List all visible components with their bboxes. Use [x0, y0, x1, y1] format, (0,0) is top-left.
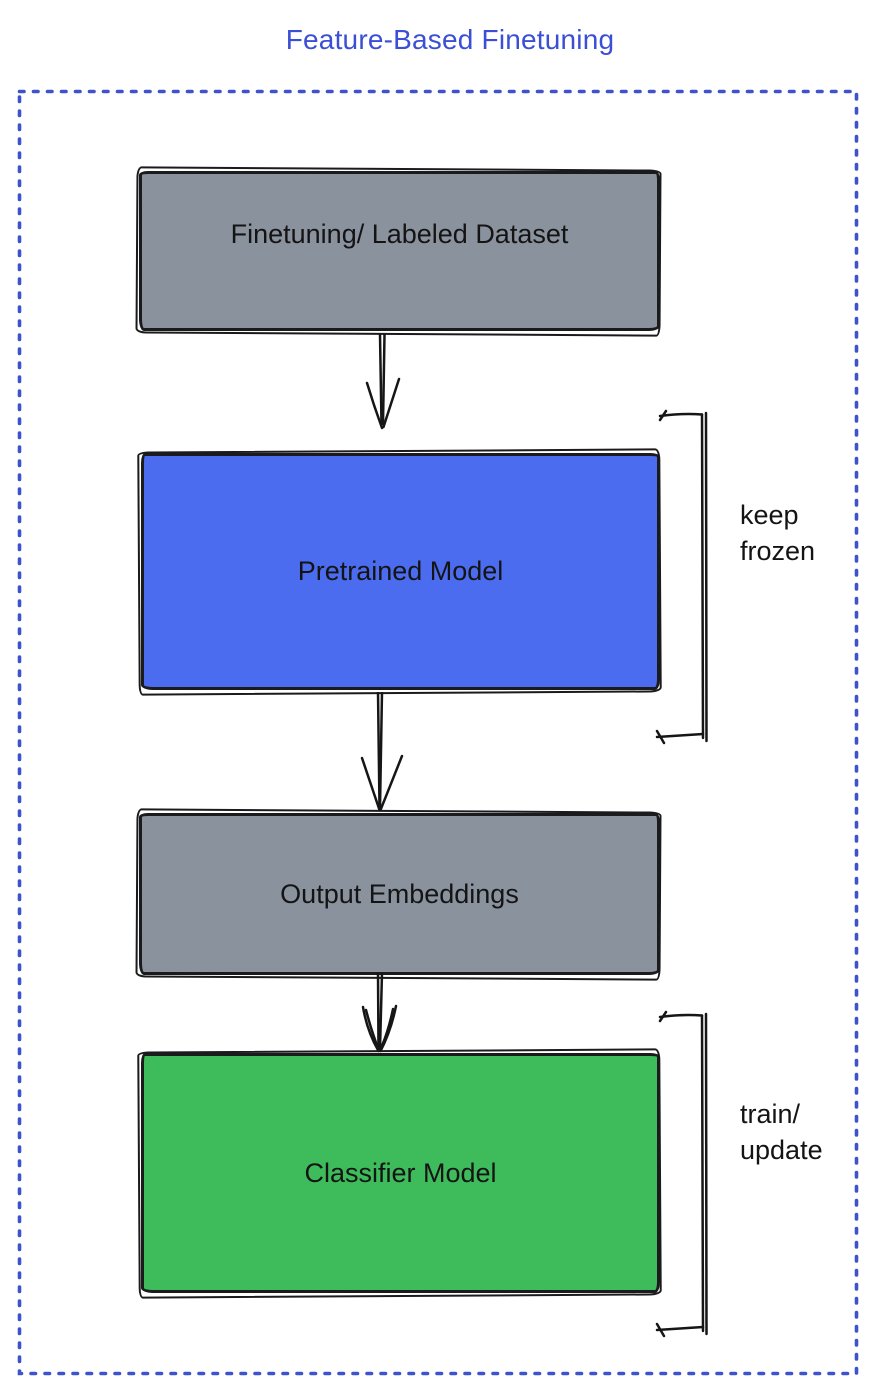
node-label: Finetuning/ Labeled Dataset: [230, 218, 569, 249]
annotation-line: update: [740, 1135, 823, 1165]
node-output-embeddings: Output Embeddings: [139, 813, 660, 975]
node-pretrained-model: Pretrained Model: [141, 453, 660, 690]
node-label: Classifier Model: [304, 1157, 497, 1188]
node-label: Output Embeddings: [280, 878, 519, 909]
annotation-line: train/: [740, 1099, 801, 1129]
node-label: Pretrained Model: [297, 556, 504, 586]
right-bracket: [655, 1010, 708, 1338]
down-arrow-icon: [365, 334, 401, 430]
node-finetuning-dataset: Finetuning/ Labeled Dataset: [139, 171, 660, 331]
annotation-line: frozen: [740, 536, 816, 566]
annotation-line: keep: [740, 500, 799, 530]
down-arrow-icon: [361, 973, 398, 1053]
annotation-keep-frozen: keep frozen: [740, 497, 815, 569]
node-classifier-model: Classifier Model: [141, 1053, 660, 1293]
right-bracket: [655, 409, 708, 745]
page-title: Feature-Based Finetuning: [285, 24, 615, 55]
annotation-train-update: train/ update: [740, 1096, 823, 1168]
down-arrow-icon: [360, 692, 404, 812]
